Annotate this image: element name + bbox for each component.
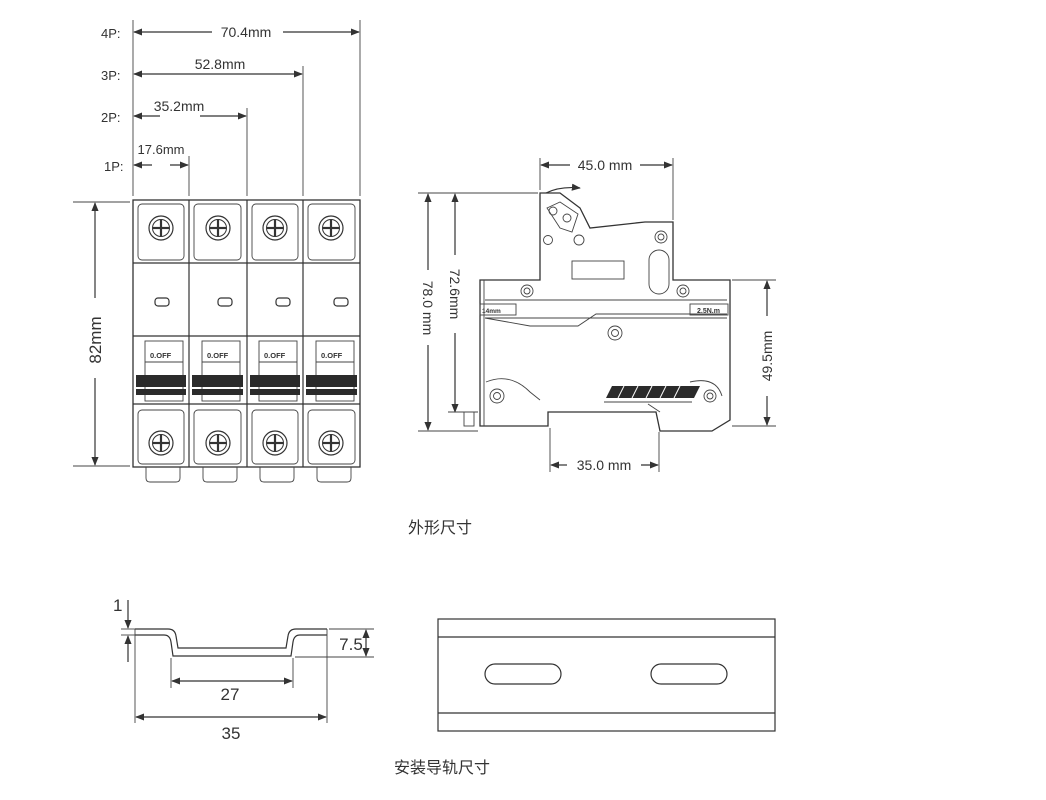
side-front-height-label: 49.5mm: [759, 331, 775, 382]
vent-slots: [604, 385, 700, 403]
width-label-3p: 52.8mm: [195, 56, 246, 72]
width-label-1p: 17.6mm: [138, 142, 185, 157]
caption-rail: 安装导轨尺寸: [394, 759, 490, 777]
side-bottom-width-label: 35.0 mm: [577, 457, 631, 473]
handle-text-2: 0.OFF: [207, 351, 229, 360]
pole-label-2p: 2P:: [101, 110, 121, 125]
handle-pole-1: 0.OFF: [136, 340, 186, 402]
pole-label-3p: 3P:: [101, 68, 121, 83]
side-inner-height-label: 72.6mm: [447, 269, 463, 320]
rail-outer-width-label: 35: [222, 724, 241, 743]
side-lever: [545, 183, 585, 246]
handle-text-1: 0.OFF: [150, 351, 172, 360]
width-dimensions: 4P: 3P: 2P: 1P: 70.4mm 52.8mm 35.2mm 17.…: [101, 20, 361, 196]
rail-thickness-label: 1: [113, 596, 122, 615]
height-dimension: 82mm: [73, 201, 130, 467]
height-label: 82mm: [86, 316, 105, 363]
side-top-width-label: 45.0 mm: [578, 157, 632, 173]
width-label-2p: 35.2mm: [154, 98, 205, 114]
rail-front-view: [437, 618, 776, 732]
rail-profile: 1 7.5 27 35: [113, 596, 374, 743]
handle-text-4: 0.OFF: [321, 351, 343, 360]
rail-depth-label: 7.5: [339, 635, 363, 654]
side-overall-height-label: 78.0 mm: [420, 281, 436, 335]
breaker-body: 0.OFF 0.OFF 0.OFF 0.OFF: [132, 199, 361, 483]
side-view: 14mm 2.5N.m 45.0 mm 35.0 mm 78.0 mm 72.6…: [418, 157, 776, 473]
handle-pole-4: 0.OFF: [306, 340, 357, 402]
rail-inner-width-label: 27: [221, 685, 240, 704]
handle-pole-3: 0.OFF: [250, 340, 300, 402]
pole-label-1p: 1P:: [104, 159, 124, 174]
caption-dimensions: 外形尺寸: [408, 519, 472, 537]
handle-text-3: 0.OFF: [264, 351, 286, 360]
width-label-4p: 70.4mm: [221, 24, 272, 40]
handle-pole-2: 0.OFF: [192, 340, 243, 402]
side-left-badge: 14mm: [482, 308, 501, 315]
front-view: 4P: 3P: 2P: 1P: 70.4mm 52.8mm 35.2mm 17.…: [73, 20, 361, 483]
side-right-badge: 2.5N.m: [697, 308, 720, 315]
pole-label-4p: 4P:: [101, 26, 121, 41]
